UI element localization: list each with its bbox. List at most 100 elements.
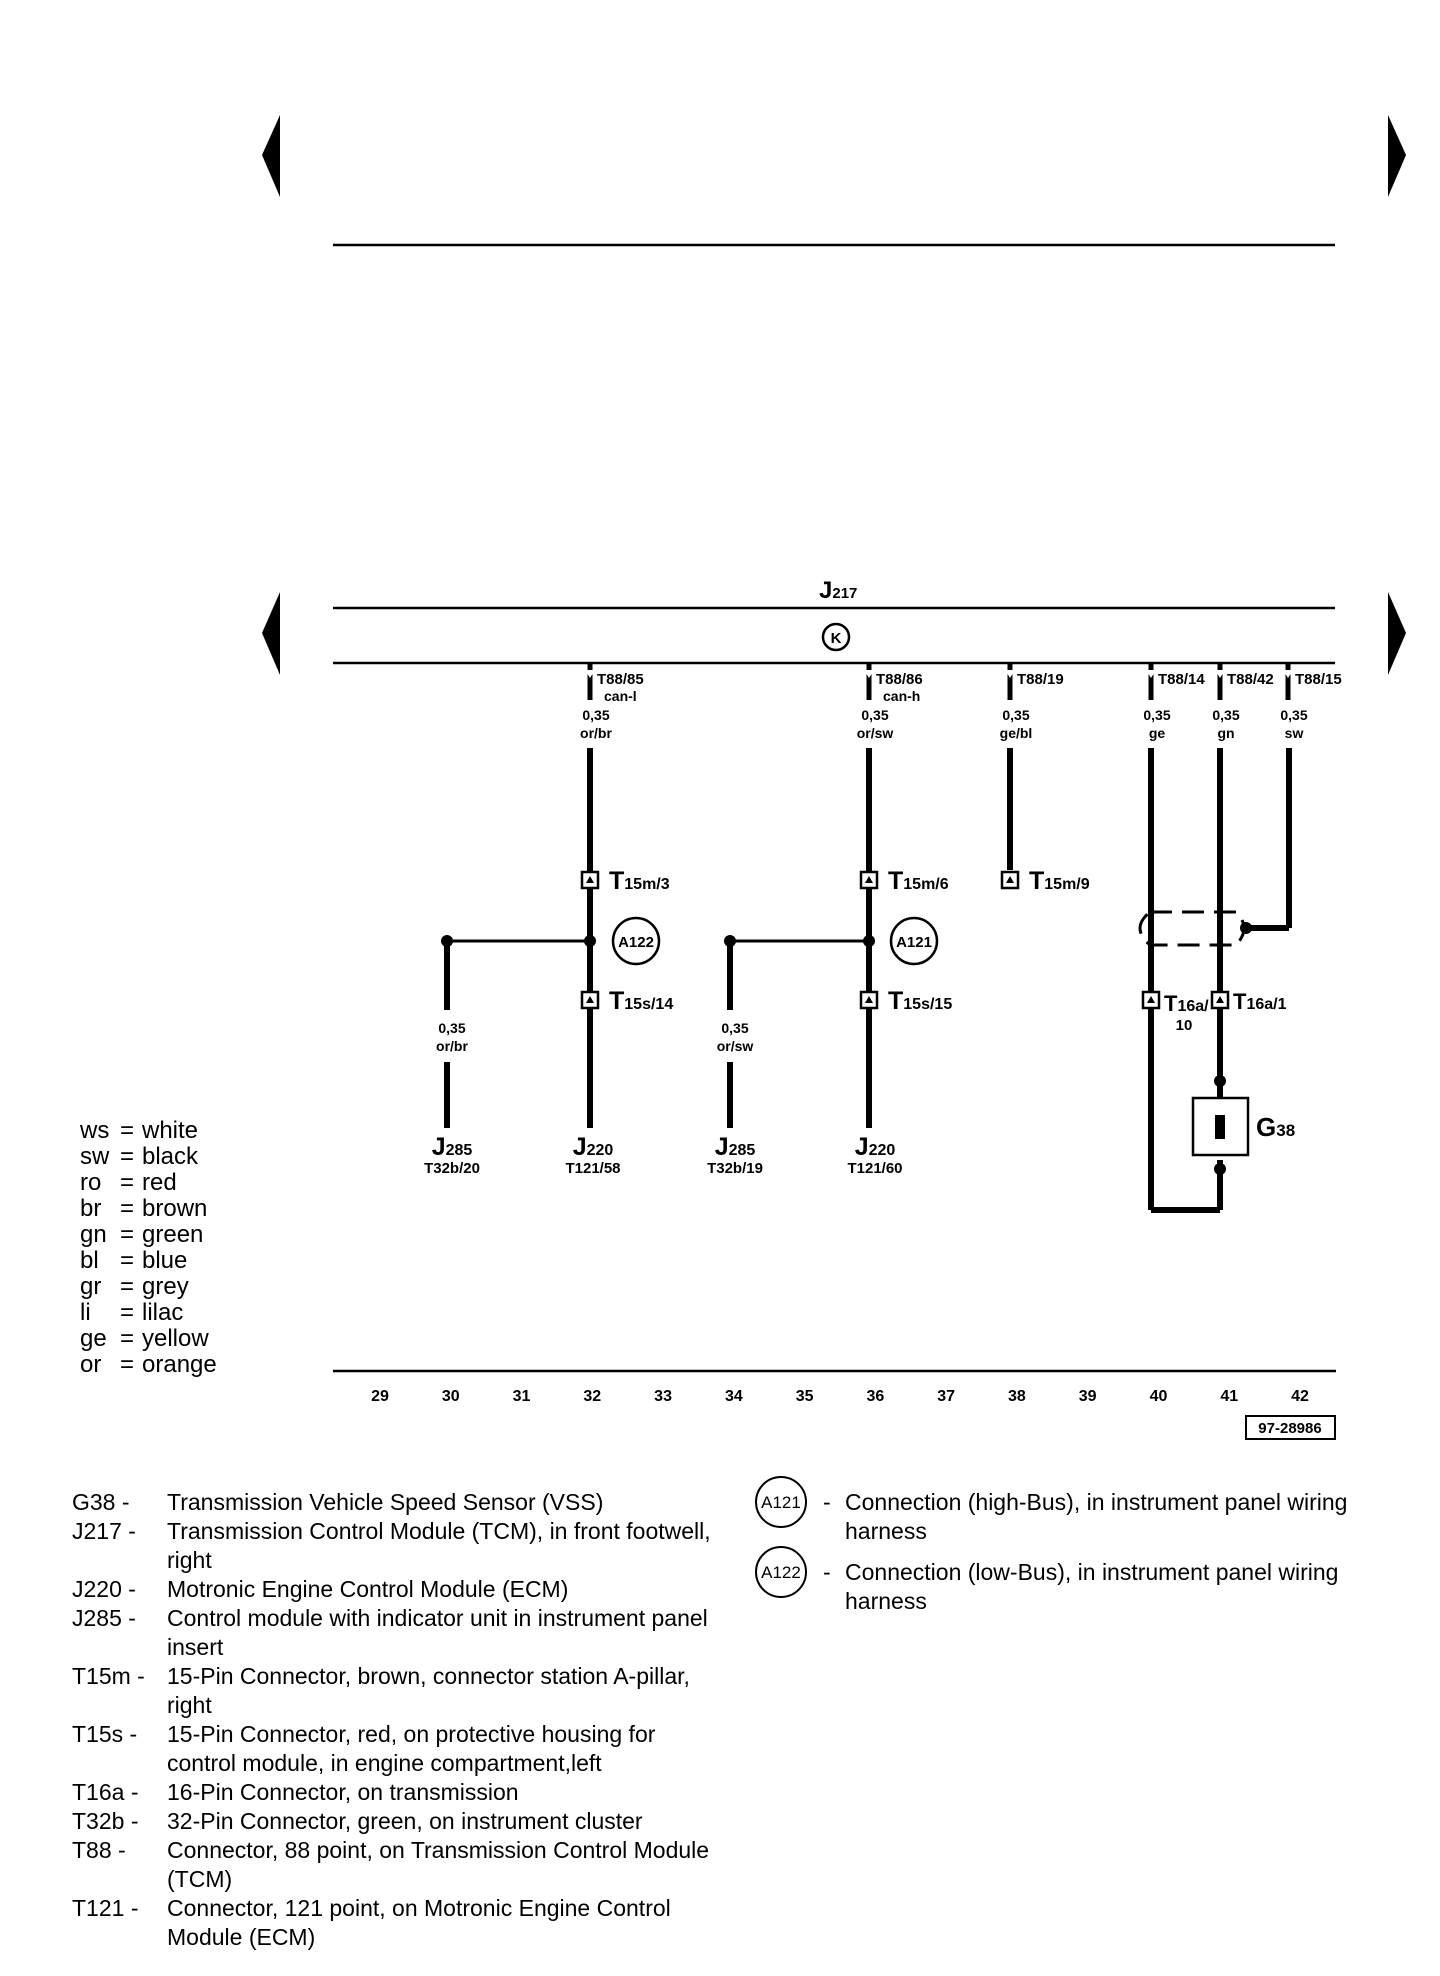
connector-pin-icon xyxy=(865,996,873,1003)
equals-sign: = xyxy=(120,1195,135,1222)
branch-color: or/br xyxy=(436,1038,468,1054)
nav-arrow-right-bottom-icon[interactable] xyxy=(1388,592,1406,675)
component-description: 15-Pin Connector, red, on protective hou… xyxy=(167,1721,656,1776)
equals-sign: = xyxy=(120,1169,135,1196)
target-component-label: J220 xyxy=(855,1133,896,1161)
reference-code-box xyxy=(1245,1415,1336,1440)
component-legend-item: G38 - Transmission Vehicle Speed Sensor (… xyxy=(72,1488,712,1517)
component-description: 32-Pin Connector, green, on instrument c… xyxy=(167,1808,643,1834)
equals-sign: = xyxy=(120,1247,135,1274)
connector-label: T15m/9 xyxy=(1029,867,1090,895)
color-abbr: sw xyxy=(80,1143,110,1170)
color-legend-row: gn=green xyxy=(80,1222,217,1248)
track-number: 35 xyxy=(796,1388,814,1405)
junction-dot xyxy=(1214,1163,1226,1175)
component-description: Connector, 88 point, on Transmission Con… xyxy=(167,1837,710,1892)
connector-pin-icon xyxy=(586,996,594,1003)
target-component-label: J285 xyxy=(432,1133,473,1161)
connection-circle-icon: A121 xyxy=(755,1476,807,1528)
track-number: 31 xyxy=(513,1388,531,1405)
color-legend-row: ge=yellow xyxy=(80,1326,217,1352)
color-legend-row: li=lilac xyxy=(80,1300,217,1326)
dash: - xyxy=(823,1559,831,1585)
pin-arrow-icon xyxy=(864,670,874,678)
wire-color: ge/bl xyxy=(1000,725,1033,741)
branch-gauge: 0,35 xyxy=(438,1020,465,1036)
sensor-box xyxy=(1191,1096,1250,1157)
track-number: 37 xyxy=(937,1388,955,1405)
pin-label: T88/14 xyxy=(1158,671,1205,688)
track-number: 32 xyxy=(583,1388,601,1405)
connector-label: T16a/1 xyxy=(1233,989,1287,1014)
component-legend-item: T16a -16-Pin Connector, on transmission xyxy=(72,1778,712,1807)
wire-gauge: 0,35 xyxy=(861,707,888,723)
equals-sign: = xyxy=(120,1273,135,1300)
can-bus-symbol-icon xyxy=(821,622,851,652)
junction-dot xyxy=(724,935,736,947)
target-component-label: J220 xyxy=(573,1133,614,1161)
color-name: brown xyxy=(142,1195,208,1222)
equals-sign: = xyxy=(120,1143,135,1170)
color-abbr: gr xyxy=(80,1273,102,1300)
component-description: Transmission Vehicle Speed Sensor (VSS) xyxy=(167,1489,604,1515)
nav-arrow-right-top-icon[interactable] xyxy=(1388,115,1406,197)
component-code: T15s - xyxy=(72,1721,138,1747)
component-code: T121 - xyxy=(72,1895,139,1921)
connector-label: T15s/14 xyxy=(609,987,673,1015)
target-component-label: J285 xyxy=(715,1133,756,1161)
pin-signal: can-l xyxy=(604,688,637,704)
pin-label: T88/86 xyxy=(876,671,923,688)
component-code: T16a - xyxy=(72,1779,139,1805)
junction-dot xyxy=(863,935,875,947)
wire-gauge: 0,35 xyxy=(1002,707,1029,723)
connection-legend: A121 -Connection (high-Bus), in instrumen… xyxy=(755,1476,1355,1618)
component-description: Control module with indicator unit in in… xyxy=(167,1605,708,1660)
color-abbr: bl xyxy=(80,1247,99,1274)
target-components: J285T32b/20J220T121/58J285T32b/19J220T12… xyxy=(424,1096,1295,1177)
branch-color: or/sw xyxy=(717,1038,754,1054)
color-name: green xyxy=(142,1221,204,1248)
color-name: yellow xyxy=(142,1325,209,1352)
color-legend-row: ro=red xyxy=(80,1170,217,1196)
component-code: G38 - xyxy=(72,1489,130,1515)
component-code: J217 - xyxy=(72,1518,136,1544)
component-description: Connector, 121 point, on Motronic Engine… xyxy=(167,1895,671,1950)
equals-sign: = xyxy=(120,1351,135,1378)
track-number: 42 xyxy=(1291,1388,1309,1405)
color-legend-row: sw=black xyxy=(80,1144,217,1170)
wire-color: gn xyxy=(1217,725,1234,741)
connection-legend-item: A122-Connection (low-Bus), in instrument… xyxy=(755,1546,1355,1616)
sensor-element-icon xyxy=(1215,1115,1225,1139)
connector-pin-icon xyxy=(586,876,594,883)
connector-label: T15m/3 xyxy=(609,867,670,895)
connection-description: Connection (high-Bus), in instrument pan… xyxy=(845,1489,1348,1544)
color-abbr: br xyxy=(80,1195,102,1222)
color-legend-row: gr=grey xyxy=(80,1274,217,1300)
track-number: 36 xyxy=(866,1388,884,1405)
track-number: 33 xyxy=(654,1388,672,1405)
can-bus-symbol: K xyxy=(831,630,842,647)
connection-circle-icon: A122 xyxy=(755,1546,807,1598)
component-description: Transmission Control Module (TCM), in fr… xyxy=(167,1518,711,1573)
nav-arrow-left-top-icon[interactable] xyxy=(262,115,280,197)
component-legend-item: J220 -Motronic Engine Control Module (EC… xyxy=(72,1575,712,1604)
target-pin-label: T32b/20 xyxy=(424,1160,480,1177)
component-legend-item: J217 - Transmission Control Module (TCM),… xyxy=(72,1517,712,1575)
shield-symbol xyxy=(1138,910,1246,947)
component-legend-item: T88 -Connector, 88 point, on Transmissio… xyxy=(72,1836,712,1894)
color-name: blue xyxy=(142,1247,188,1274)
component-legend-item: J285 -Control module with indicator unit… xyxy=(72,1604,712,1662)
track-number: 40 xyxy=(1150,1388,1168,1405)
module-pins: T88/85can-l0,35or/brT88/86can-h0,35or/sw… xyxy=(580,664,1342,741)
sensor-label: G38 xyxy=(1256,1112,1295,1142)
equals-sign: = xyxy=(120,1299,135,1326)
pin-arrow-icon xyxy=(1005,670,1015,678)
component-description: 15-Pin Connector, brown, connector stati… xyxy=(167,1663,690,1718)
connector-label: T15s/15 xyxy=(888,987,952,1015)
color-legend-row: or=orange xyxy=(80,1352,217,1378)
track-number: 41 xyxy=(1220,1388,1238,1405)
nav-arrow-left-bottom-icon[interactable] xyxy=(262,592,280,675)
color-name: lilac xyxy=(142,1299,184,1326)
